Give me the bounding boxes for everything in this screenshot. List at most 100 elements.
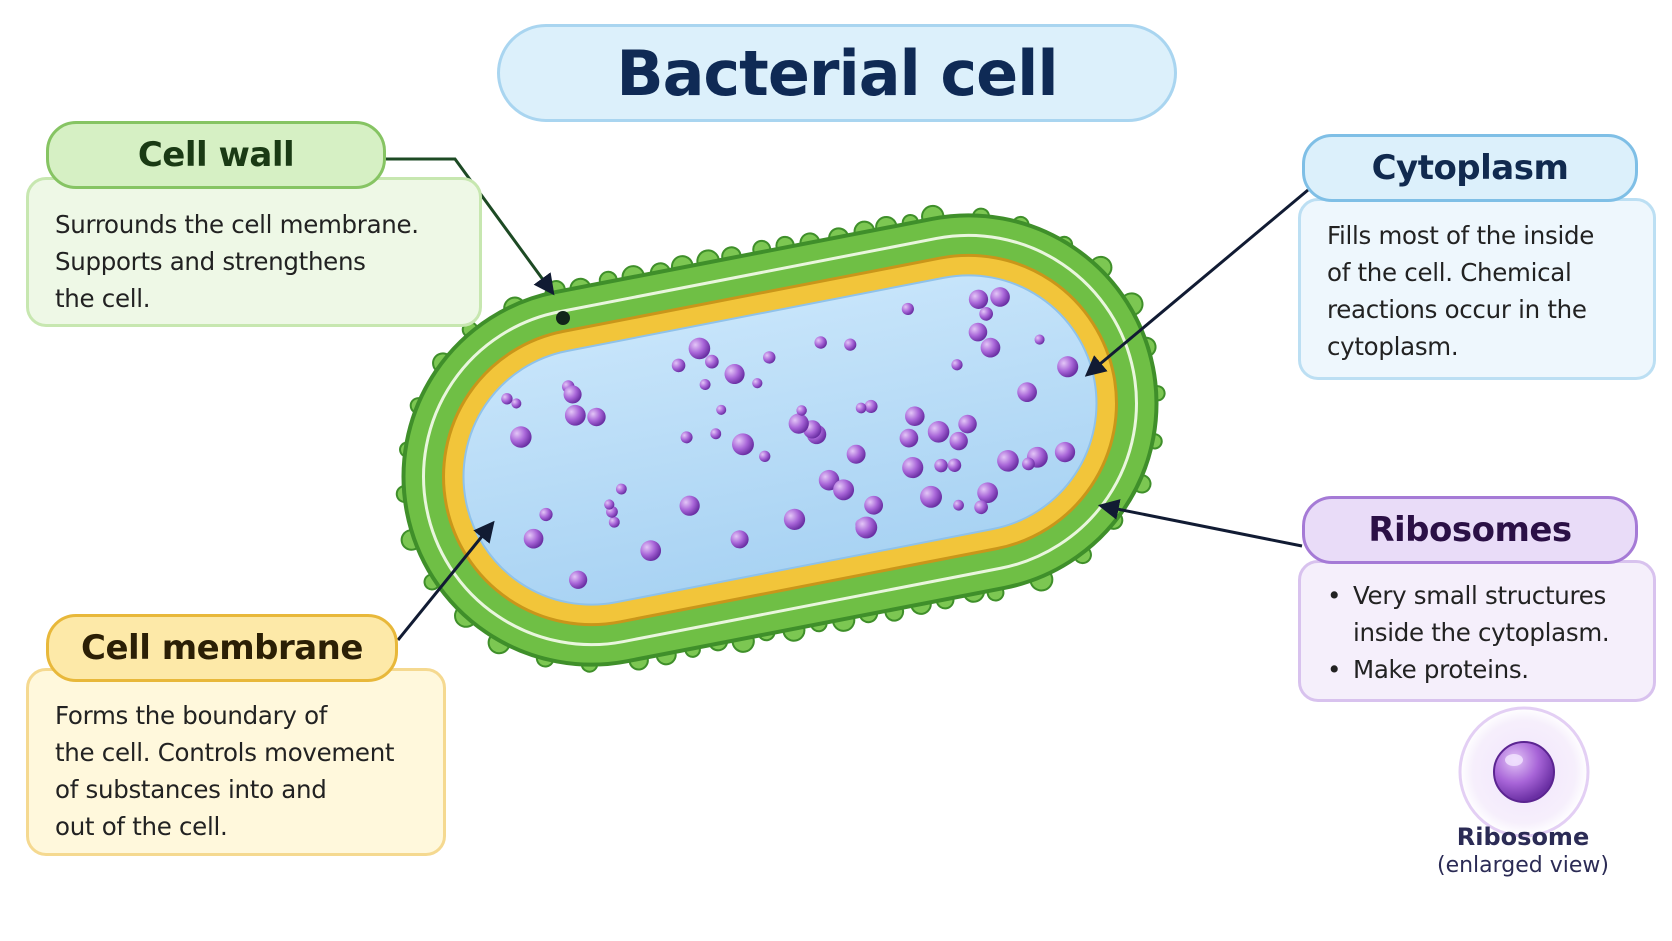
description-line: of substances into and [55,775,327,804]
ribosome-dot [732,433,754,456]
ribosome-group [501,287,1079,589]
ribosome-dot [979,307,993,321]
ribosome-dot [846,444,866,464]
ribosome-dot [920,485,942,508]
page-title: Bacterial cell [616,36,1058,110]
ribosome-dot [716,404,727,415]
ribosome-dot [759,450,771,462]
ribosome-dot [511,398,522,409]
cytoplasm [462,274,1098,606]
ribosome-dot [864,495,884,515]
ribosome-dot [855,516,878,539]
ribosome-dot [680,431,693,444]
description-line: cytoplasm. [1327,332,1459,361]
ribosome-dot [688,337,711,360]
ribosome-dot [927,421,950,443]
cytoplasm-description: Fills most of the inside of the cell. Ch… [1298,198,1656,380]
ribosome-dot [844,338,857,351]
ribosome-dot [510,426,532,448]
ribosome-inset-label: Ribosome [1456,823,1590,851]
ribosome-dot [523,528,544,549]
description-line: of the cell. Chemical [1327,258,1572,287]
ribosome-dot [980,337,1001,358]
ribosome-dot [855,402,867,414]
ribosome-dot [990,287,1010,307]
ribosome-dot [705,354,719,369]
ribosome-dot [564,404,586,426]
ribosome-dot [640,540,662,561]
ribosome-dot [539,507,553,522]
ribosome-dot [763,351,776,364]
ribosome-inset-highlight [1505,754,1523,766]
ribosome-dot [1034,334,1045,345]
cell-wall-description: Surrounds the cell membrane. Supports an… [26,177,482,327]
ribosome-dot [501,393,513,405]
ribosome-dot [901,302,914,316]
ribosomes-description: Very small structures inside the cytopla… [1298,560,1656,702]
ribosome-dot [724,363,745,385]
ribosome-dot [949,431,968,451]
cell-wall-heading: Cell wall [46,121,386,189]
cytoplasm-heading: Cytoplasm [1302,134,1638,202]
ribosome-dot [833,479,855,501]
ribosome-dot [905,406,925,426]
ribosome-dot [958,414,977,434]
ribosome-dot [974,500,988,515]
cell-membrane-arrow [396,520,495,641]
ribosome-dot [899,428,919,448]
cell-wall-pointer-dot [556,311,570,325]
bacterial-cell [395,204,1166,673]
cell-membrane-description: Forms the boundary of the cell. Controls… [26,668,446,856]
ribosome-inset-icon [1493,741,1555,803]
ribosome-dot [1057,356,1079,378]
ribosome-dot [710,428,722,440]
title-banner: Bacterial cell [497,24,1177,122]
bullet-line: Very small structures [1327,577,1653,614]
cytoplasm-arrow [1084,188,1309,377]
ribosome-dot [699,379,711,390]
ribosome-dot [951,359,963,371]
ribosome-dot [1054,441,1076,463]
ribosome-dot [953,499,964,511]
description-line: Fills most of the inside [1327,221,1595,250]
cell-membrane-heading: Cell membrane [46,614,398,682]
ribosome-dot [563,385,582,404]
ribosome-dot [568,570,588,589]
ribosome-dot [615,483,627,495]
ribosome-dot [796,405,807,416]
ribosome-dot [934,458,948,473]
ribosome-dot [968,289,989,309]
ribosome-dot [783,508,806,530]
bullet-continuation: inside the cytoplasm. [1353,618,1610,647]
ribosome-dot [814,336,827,349]
ribosome-dot [1017,382,1037,403]
ribosome-dot [968,322,988,342]
ribosome-dot [902,456,924,479]
description-line: Forms the boundary of [55,701,328,730]
ribosome-inset-sublabel: (enlarged view) [1436,853,1609,878]
description-line: the cell. Controls movement [55,738,395,767]
description-line: Supports and strengthens [55,247,366,276]
ribosome-dot [997,450,1019,472]
ribosome-dot [1022,457,1035,471]
ribosome-dot [608,516,620,528]
ribosome-inset-caption: Ribosome (enlarged view) [1410,822,1636,880]
ribosome-dot [587,407,606,427]
ribosome-dot [977,482,998,504]
ribosome-dot [679,495,700,516]
description-line: reactions occur in the [1327,295,1587,324]
description-line: out of the cell. [55,812,228,841]
ribosomes-heading: Ribosomes [1302,496,1638,564]
description-line: the cell. [55,284,151,313]
ribosome-dot [730,530,749,549]
bullet-line: Make proteins. [1327,651,1653,688]
ribosome-dot [864,399,878,413]
ribosome-dot [788,413,809,434]
ribosome-dot [947,458,962,472]
description-line: Surrounds the cell membrane. [55,210,419,239]
cell-wall-arrow [386,157,555,296]
ribosome-dot [671,358,686,373]
ribosome-dot [752,378,763,389]
ribosomes-arrow [1097,499,1303,548]
